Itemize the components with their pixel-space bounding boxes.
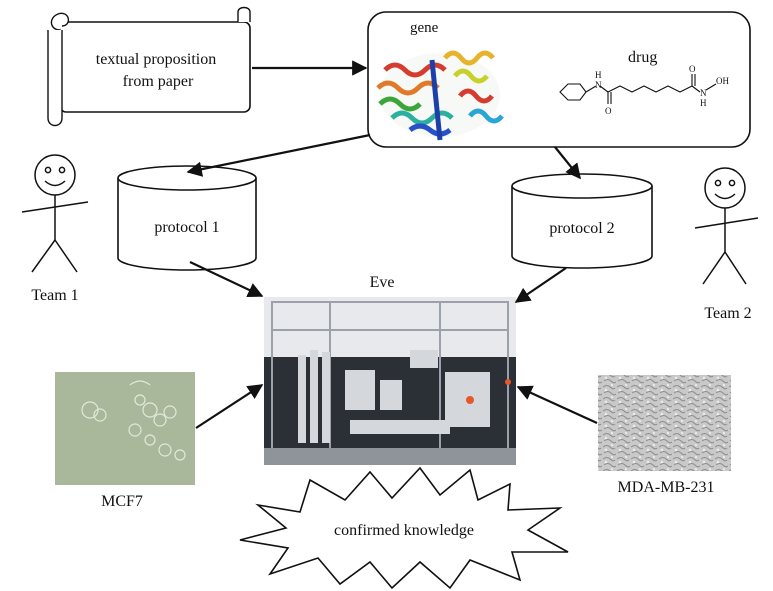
arrow-protocol-1-to-eve xyxy=(189,261,264,298)
drug-molecule-atoms: N H O O N H OH xyxy=(595,64,729,116)
confirmed-knowledge-label: confirmed knowledge xyxy=(334,522,474,539)
arrow-target-to-protocol-2 xyxy=(554,146,581,180)
confirmed-knowledge-starburst: confirmed knowledge xyxy=(239,466,569,590)
scroll-text-line-2: from paper xyxy=(123,73,194,90)
atom-o2: O xyxy=(689,64,696,74)
scroll-text-line-1: textual proposition xyxy=(96,51,216,68)
eve-label: Eve xyxy=(370,274,395,291)
protocol-2-label: protocol 2 xyxy=(549,220,614,237)
protocol-1-cylinder: protocol 1 xyxy=(117,165,257,271)
scroll-text: textual proposition from paper xyxy=(96,51,220,90)
arrow-mda-to-eve xyxy=(516,385,598,425)
atom-o1: O xyxy=(605,106,612,116)
arrow-mcf7-to-eve xyxy=(195,384,264,429)
atom-n2: N xyxy=(700,88,707,98)
drug-molecule-icon xyxy=(559,74,717,104)
team-1-stick-figure-icon xyxy=(21,154,89,273)
protein-structure-icon xyxy=(376,50,504,141)
atom-h1: H xyxy=(595,70,602,80)
arrow-protocol-2-to-eve xyxy=(514,267,567,303)
atom-n1: N xyxy=(595,80,602,90)
protocol-1-label: protocol 1 xyxy=(154,219,219,236)
atom-h2: H xyxy=(700,98,707,108)
target-box: gene drug xyxy=(367,11,751,148)
mda-mb-231-cell-image xyxy=(598,375,731,471)
team-2-label: Team 2 xyxy=(704,305,751,322)
mda-mb-231-label: MDA-MB-231 xyxy=(618,479,715,496)
eve-robot-photo xyxy=(264,297,516,465)
drug-label: drug xyxy=(628,49,657,66)
mcf7-cell-image xyxy=(55,372,195,485)
team-1-label: Team 1 xyxy=(31,287,78,304)
mcf7-label: MCF7 xyxy=(101,493,143,510)
team-2-stick-figure-icon xyxy=(694,167,759,285)
atom-oh: OH xyxy=(716,76,729,86)
gene-label: gene xyxy=(410,20,439,36)
scroll-document: textual proposition from paper xyxy=(47,6,251,127)
arrow-target-to-protocol-1 xyxy=(186,133,371,177)
protocol-2-cylinder: protocol 2 xyxy=(511,173,653,269)
